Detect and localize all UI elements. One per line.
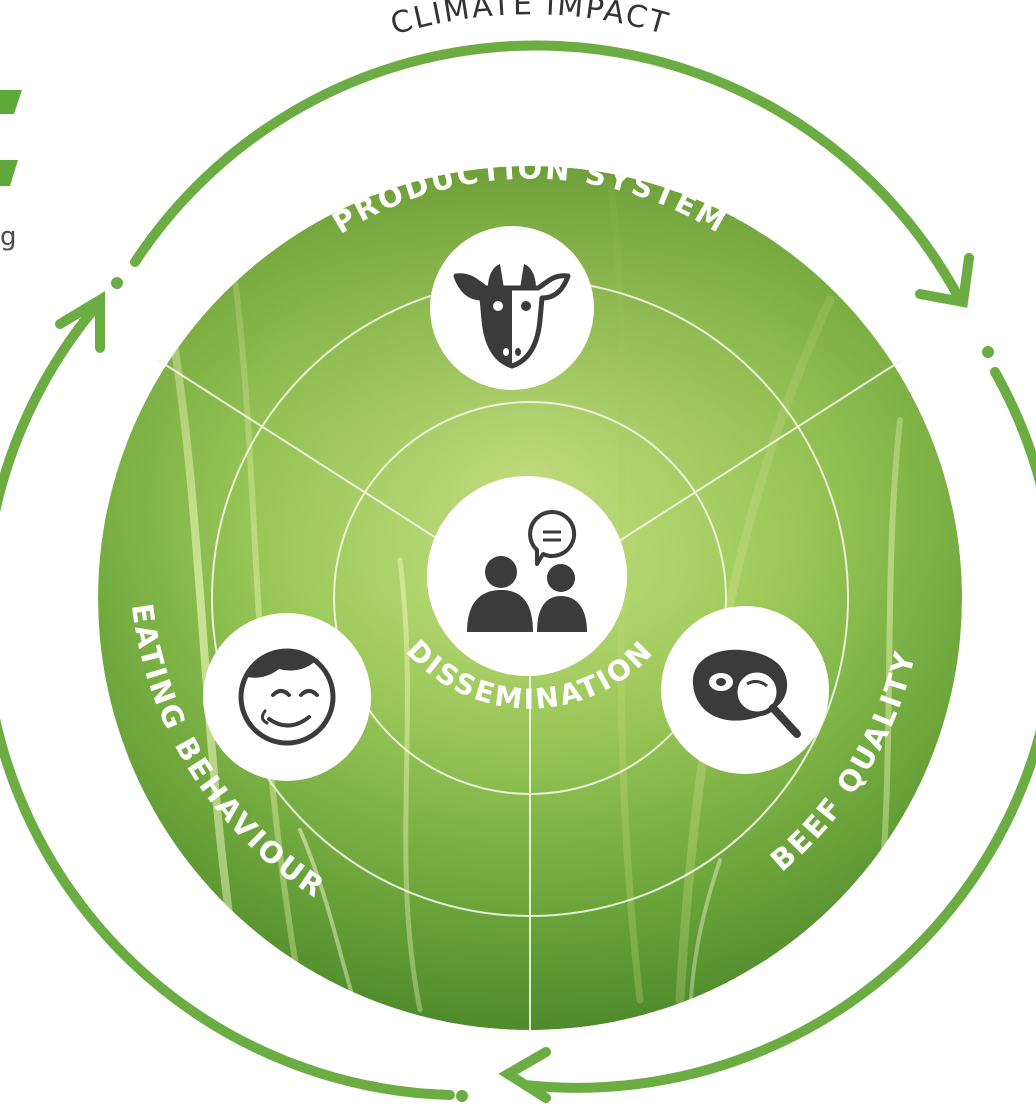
people-speech-bubble-icon: [467, 510, 587, 632]
eating-icon-circle: [203, 613, 371, 781]
arrowhead-left: [55, 291, 105, 353]
climate-impact-label: CLIMATE IMPACT: [387, 0, 673, 42]
cow-icon: [453, 264, 571, 369]
arc-right: [520, 367, 1036, 1093]
cropped-green-shape: [0, 90, 22, 186]
dissemination-icon-circle: [427, 476, 627, 676]
steak-magnifier-icon: [692, 649, 801, 738]
smiling-face-icon: [238, 648, 336, 746]
cropped-text-fragment: g: [0, 222, 17, 252]
climate-impact-cycle: [0, 40, 1036, 1103]
cycle-dot-left: [111, 277, 123, 289]
cycle-dot-right: [982, 346, 994, 358]
arrowhead-bottom: [498, 1047, 551, 1103]
arrowhead-top-right: [915, 253, 974, 308]
arc-bottom-left: [0, 297, 455, 1100]
arc-top: [130, 40, 965, 305]
cycle-dot-bottom: [456, 1090, 468, 1102]
